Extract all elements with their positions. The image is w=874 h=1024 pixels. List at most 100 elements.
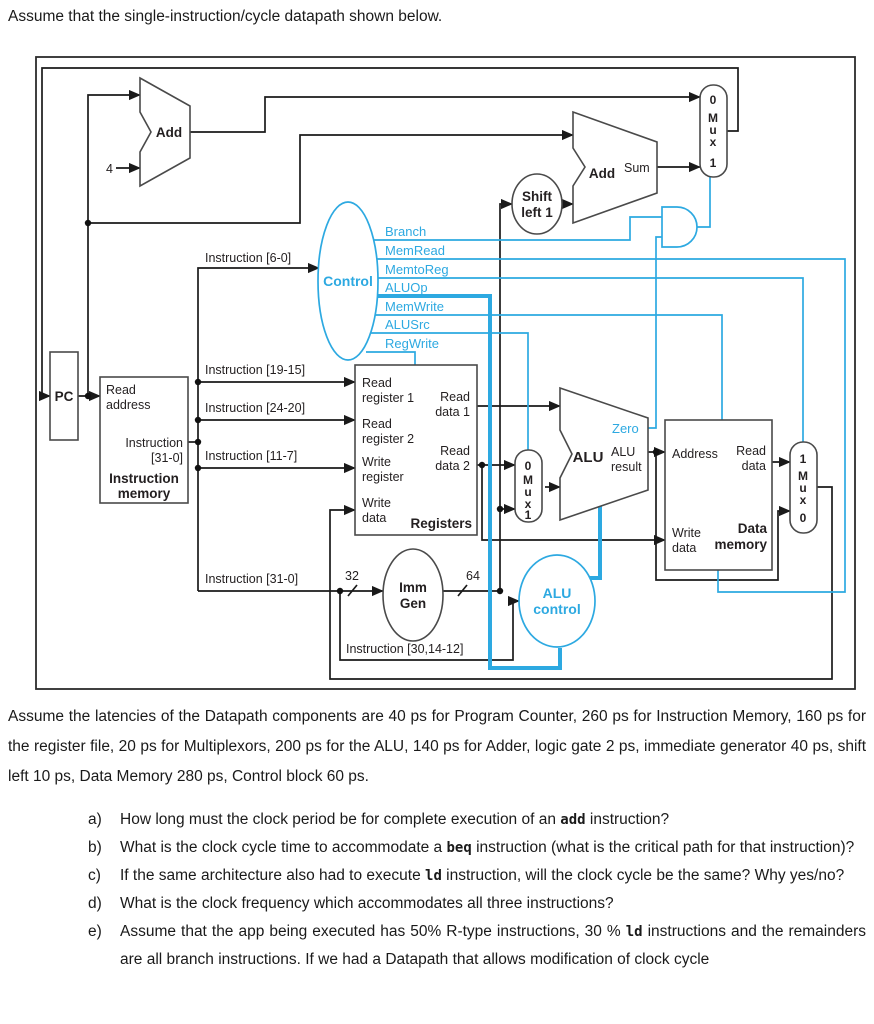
signal-memwrite: MemWrite [385,299,444,314]
alu-zero: Zero [612,421,639,436]
question-e: e) Assume that the app being executed ha… [0,918,874,973]
read-register-1: Read [362,376,392,390]
bus-labels: Instruction [6-0] Instruction [19-15] In… [205,251,480,656]
shift-left-1: Shift left 1 [511,173,563,235]
control-unit: Control Branch MemRead MemtoReg ALUOp Me… [317,201,449,361]
write-register: Write [362,455,391,469]
question-d: d) What is the clock frequency which acc… [0,890,874,918]
signal-regwrite: RegWrite [385,336,439,351]
svg-text:M: M [523,473,533,487]
svg-text:register 1: register 1 [362,391,414,405]
svg-text:M: M [798,469,808,483]
branch-adder: Add Sum [572,110,658,225]
signal-memread: MemRead [385,243,445,258]
datapath-figure: PC Read address Instruction [31-0] Instr… [35,56,856,690]
svg-text:Gen: Gen [400,596,426,611]
data-memory: Address Read data Write data Data memory [664,419,773,571]
registers-title: Registers [410,516,472,531]
signal-aluop: ALUOp [385,280,428,295]
dmem-address: Address [672,447,718,461]
question-a: a) How long must the clock period be for… [0,806,874,834]
svg-text:1: 1 [800,452,807,466]
svg-text:1: 1 [525,508,532,522]
svg-text:ALU: ALU [543,585,572,601]
signal-branch: Branch [385,224,426,239]
pc-adder: Add 4 [106,76,191,188]
increment-4: 4 [106,162,113,176]
svg-text:register: register [362,470,404,484]
bus-instruction-31-0: Instruction [31-0] [205,572,298,586]
svg-text:Shift: Shift [522,189,552,204]
and-gate [661,206,698,248]
pc-label: PC [55,389,74,404]
question-text: What is the clock frequency which accomm… [120,895,614,912]
instruction-memory: Read address Instruction [31-0] Instruct… [99,376,189,504]
svg-text:u: u [709,123,716,137]
pc-register: PC [49,351,79,441]
svg-text:data: data [672,541,696,555]
instruction-mnemonic: beq [446,840,472,856]
question-c: c) If the same architecture also had to … [0,862,874,890]
svg-text:Imm: Imm [399,580,427,595]
intro-sentence: Assume that the single-instruction/cycle… [8,8,443,25]
svg-text:left 1: left 1 [521,205,553,220]
wires-control [366,177,846,670]
svg-text:M: M [708,111,718,125]
svg-text:[31-0]: [31-0] [151,451,183,465]
imem-instruction-out: Instruction [125,436,183,450]
dmem-read-data: Read [736,444,766,458]
svg-text:control: control [533,601,580,617]
svg-text:x: x [800,493,807,507]
pc-adder-label: Add [156,125,182,140]
svg-text:1: 1 [710,156,717,170]
imm-gen: Imm Gen [382,548,444,642]
svg-text:0: 0 [525,459,532,473]
bus-instruction-30-14-12: Instruction [30,14-12] [346,642,463,656]
svg-text:address: address [106,398,150,412]
svg-text:0: 0 [710,93,717,107]
question-marker: a) [88,811,102,828]
reg-write-data: Write [362,496,391,510]
latency-paragraph: Assume the latencies of the Datapath com… [8,708,866,785]
read-data-1: Read [440,390,470,404]
read-register-2: Read [362,417,392,431]
svg-text:u: u [799,481,806,495]
svg-text:data: data [362,511,386,525]
mux-pcsrc: 0 M u x 1 [699,84,728,178]
imem-title: Instruction [109,471,179,486]
alu: ALU Zero ALU result [559,386,649,522]
svg-text:data 1: data 1 [435,405,470,419]
question-text: What is the clock cycle time to accommod… [120,839,447,856]
wires-black [38,67,833,680]
question-list: a) How long must the clock period be for… [0,806,874,973]
question-text: If the same architecture also had to exe… [120,867,426,884]
signal-memtoreg: MemtoReg [385,262,449,277]
bus-instruction-11-7: Instruction [11-7] [205,449,297,463]
question-text: How long must the clock period be for co… [120,811,561,828]
bus-instruction-6-0: Instruction [6-0] [205,251,291,265]
read-data-2: Read [440,444,470,458]
instruction-mnemonic: ld [625,924,643,940]
svg-text:x: x [710,135,717,149]
mux-memtoreg: 1 M u x 0 [789,441,818,534]
svg-text:data 2: data 2 [435,459,470,473]
question-b: b) What is the clock cycle time to accom… [0,834,874,862]
control-label: Control [323,273,373,289]
question-marker: e) [88,923,102,940]
alu-control: ALU control [518,554,596,648]
branch-adder-sum: Sum [624,161,650,175]
dmem-title: Data [738,521,768,536]
alu-result: ALU [611,445,635,459]
question-text: Assume that the app being executed has 5… [120,923,626,940]
svg-text:result: result [611,460,642,474]
svg-text:memory: memory [118,486,171,501]
alu-label: ALU [573,449,604,466]
bus-width-32: 32 [345,569,359,583]
question-marker: c) [88,867,101,884]
question-marker: d) [88,895,102,912]
svg-text:0: 0 [800,511,807,525]
svg-text:register 2: register 2 [362,432,414,446]
svg-text:memory: memory [714,537,767,552]
question-marker: b) [88,839,102,856]
